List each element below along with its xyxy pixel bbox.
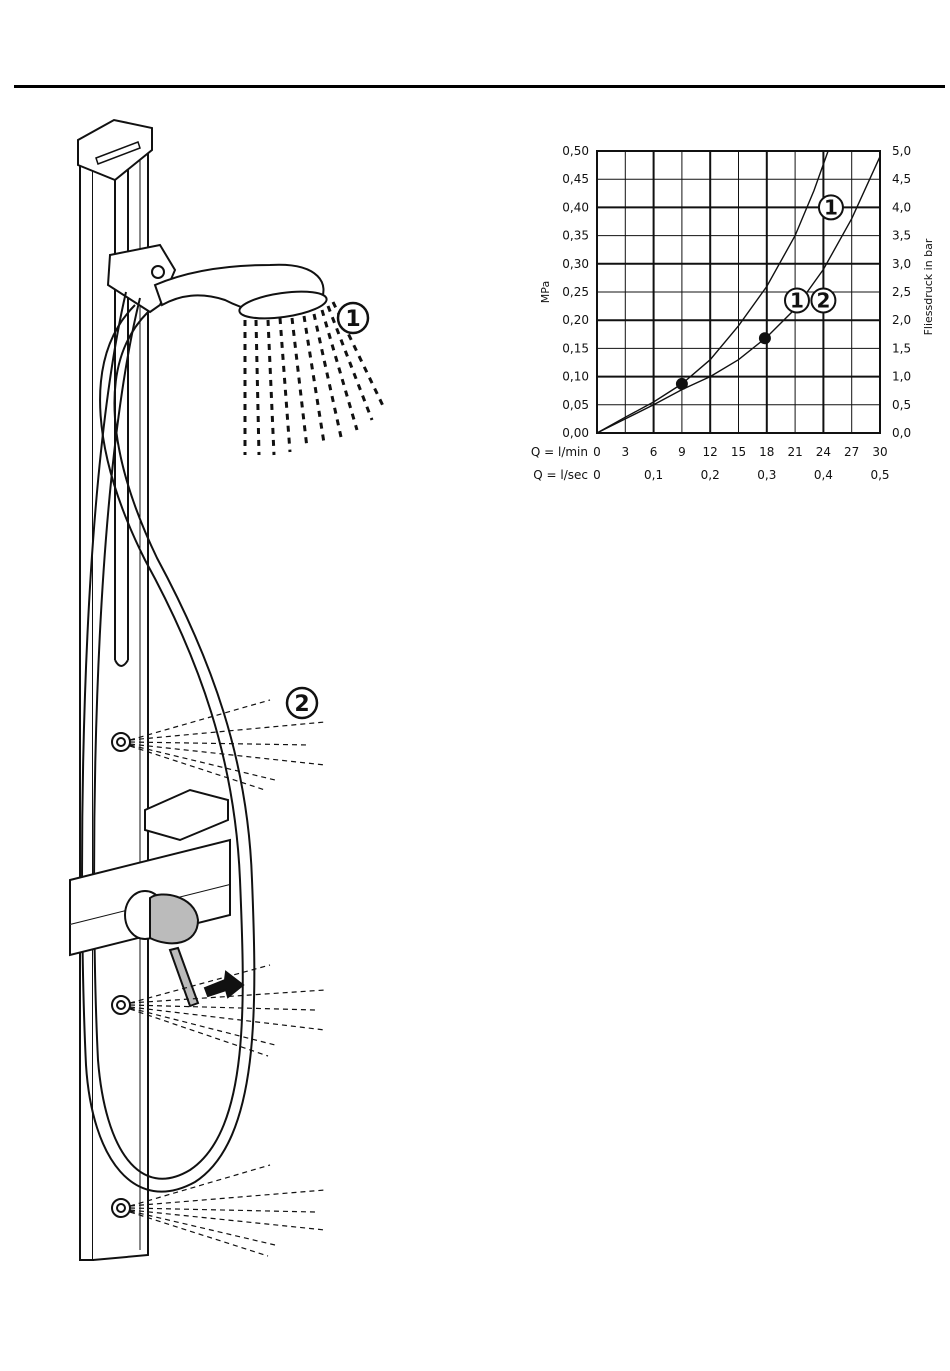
y-tick-left: 0,30	[562, 257, 589, 271]
y-tick-left: 0,45	[562, 172, 589, 186]
x-tick-lmin: 9	[678, 445, 686, 459]
curve-label-text: 1	[824, 195, 838, 219]
curve-label: 1	[785, 288, 809, 312]
y-tick-left: 0,25	[562, 285, 589, 299]
curve-label: 2	[811, 288, 835, 312]
y-tick-left: 0,50	[562, 144, 589, 158]
y-tick-right: 3,5	[892, 229, 911, 243]
y-tick-right: 5,0	[892, 144, 911, 158]
x-tick-lmin: 21	[787, 445, 802, 459]
curve-label: 1	[819, 195, 843, 219]
y-tick-left: 0,35	[562, 229, 589, 243]
y-tick-right: 0,0	[892, 426, 911, 440]
x-tick-lmin: 30	[872, 445, 887, 459]
chart-tick-labels: 0,000,050,100,150,200,250,300,350,400,45…	[562, 144, 911, 482]
y-tick-right: 3,0	[892, 257, 911, 271]
y-tick-left: 0,10	[562, 370, 589, 384]
y-tick-right: 2,0	[892, 313, 911, 327]
y-axis-label-left: MPa	[539, 281, 552, 303]
x-tick-lsec: 0,5	[870, 468, 889, 482]
x-tick-lmin: 6	[650, 445, 658, 459]
x-tick-lsec: 0,2	[701, 468, 720, 482]
x-tick-lmin: 18	[759, 445, 774, 459]
x-tick-lsec: 0,3	[757, 468, 776, 482]
y-tick-right: 2,5	[892, 285, 911, 299]
x-tick-lmin: 24	[816, 445, 831, 459]
x-tick-lmin: 27	[844, 445, 859, 459]
operating-point-marker	[676, 378, 688, 390]
y-tick-right: 4,0	[892, 200, 911, 214]
x-tick-lsec: 0,4	[814, 468, 833, 482]
chart-grid	[597, 151, 880, 433]
y-tick-left: 0,15	[562, 341, 589, 355]
operating-point-marker	[759, 332, 771, 344]
curve-label-text: 1	[790, 288, 804, 312]
y-tick-right: 1,0	[892, 370, 911, 384]
x-axis-label-lmin: Q = l/min	[531, 445, 588, 459]
y-tick-left: 0,40	[562, 200, 589, 214]
x-axis-label-lsec: Q = l/sec	[533, 468, 588, 482]
y-tick-left: 0,20	[562, 313, 589, 327]
y-tick-right: 4,5	[892, 172, 911, 186]
x-tick-lmin: 0	[593, 445, 601, 459]
y-tick-right: 1,5	[892, 341, 911, 355]
x-tick-lmin: 12	[703, 445, 718, 459]
x-tick-lmin: 15	[731, 445, 746, 459]
curve-label-text: 2	[816, 288, 830, 312]
x-tick-lsec: 0,1	[644, 468, 663, 482]
y-tick-left: 0,00	[562, 426, 589, 440]
chart-markers	[676, 332, 771, 390]
x-tick-lmin: 3	[621, 445, 629, 459]
x-tick-lsec: 0	[593, 468, 601, 482]
y-tick-left: 0,05	[562, 398, 589, 412]
y-axis-label-right: Fliessdruck in bar	[922, 238, 935, 335]
y-tick-right: 0,5	[892, 398, 911, 412]
